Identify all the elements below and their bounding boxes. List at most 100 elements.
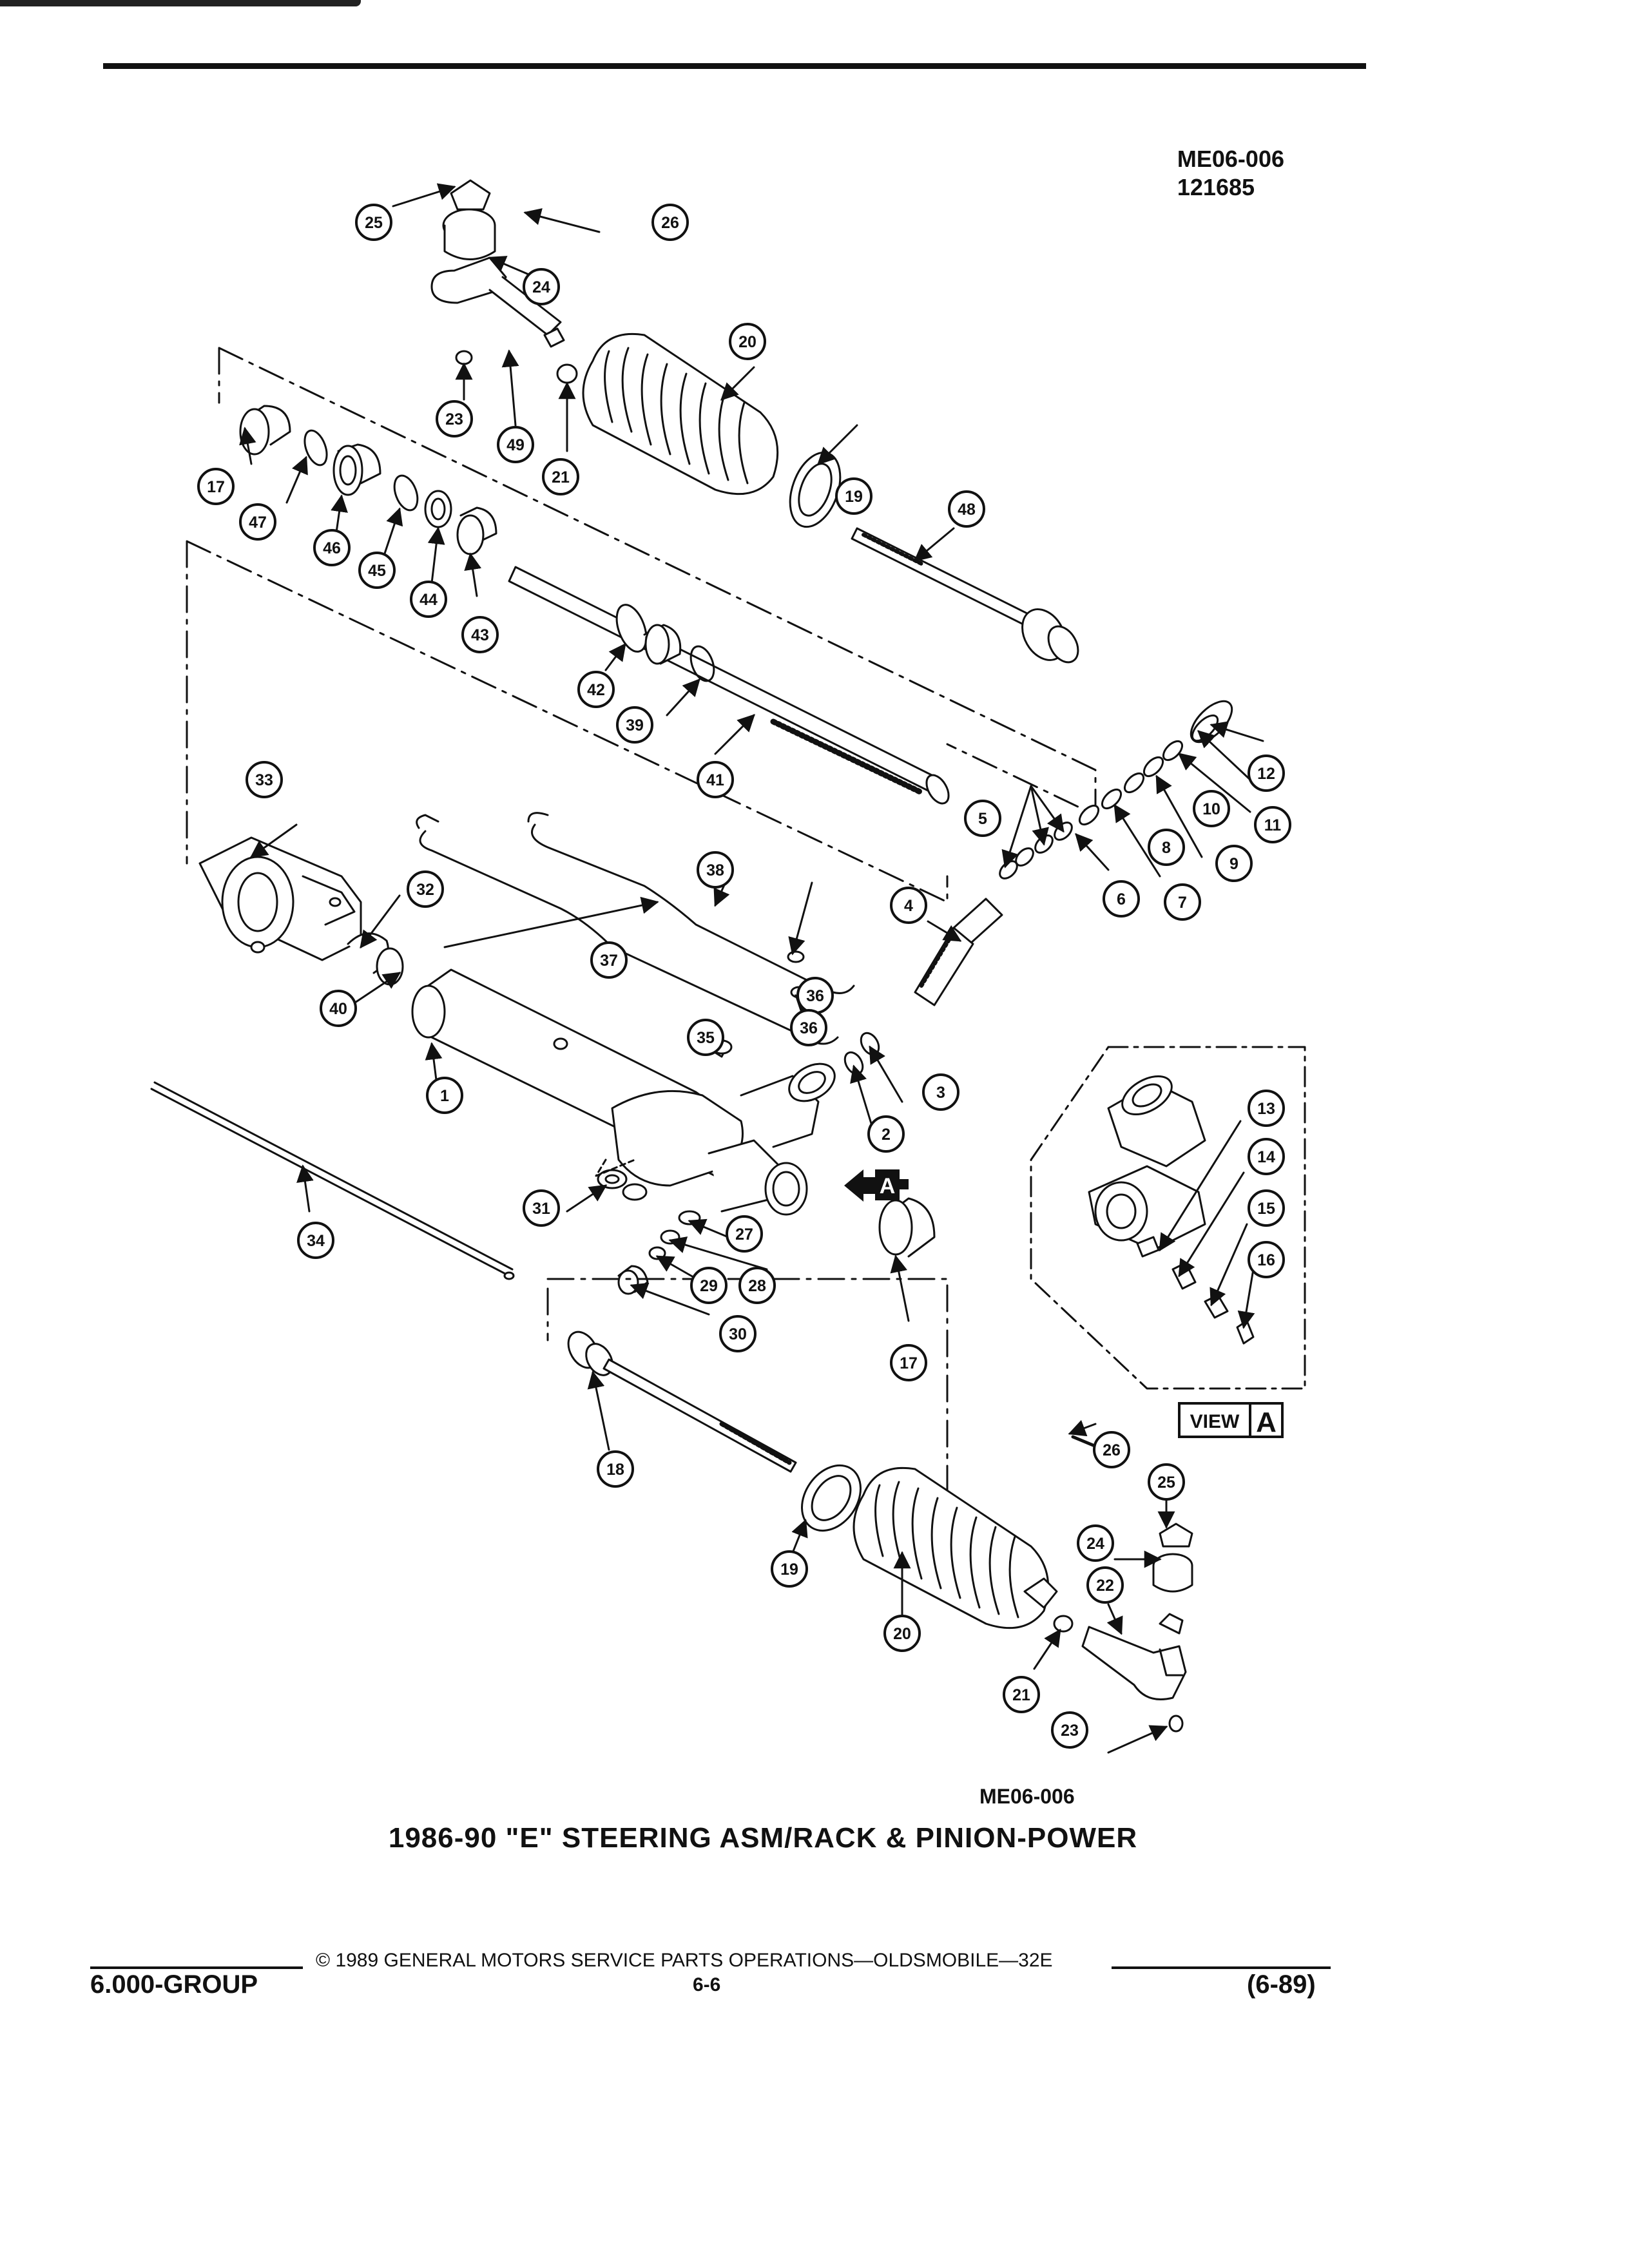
callout-number: 4 [904, 897, 913, 915]
callout-circle [426, 1077, 463, 1114]
callout-number: 34 [307, 1232, 325, 1250]
callout-circle [1148, 1463, 1185, 1501]
middle-enclosure-line [186, 540, 949, 903]
callout-number: 33 [255, 771, 273, 789]
callout-circle [1254, 806, 1291, 843]
callout-number: 28 [748, 1277, 766, 1295]
callout-circle [697, 761, 734, 798]
callout-number: 42 [587, 681, 605, 699]
callout-41: 41 [697, 761, 734, 798]
callout-number: 32 [416, 881, 434, 899]
callout-26: 26 [1093, 1431, 1130, 1468]
scan-edge-mark [0, 0, 361, 6]
callout-17: 17 [890, 1344, 927, 1381]
callout-number: 27 [735, 1225, 753, 1244]
upper-tie-rod-end [430, 179, 646, 427]
callout-35: 35 [687, 1019, 724, 1056]
illustration-reference: ME06-006 121685 [1177, 145, 1284, 202]
callout-number: 26 [1103, 1441, 1121, 1459]
callout-number: 49 [506, 436, 525, 454]
callout-26: 26 [651, 204, 689, 241]
callout-circle [1248, 1241, 1285, 1278]
callout-circle [1193, 790, 1230, 827]
lower-bellows-boot [801, 1464, 1058, 1629]
callout-circle [358, 552, 396, 589]
callout-circle [297, 1222, 334, 1259]
callout-circle [835, 477, 872, 515]
callout-circle [1003, 1676, 1040, 1713]
callout-circle [1248, 1090, 1285, 1127]
callout-number: 8 [1162, 839, 1171, 857]
callout-circle [719, 1315, 757, 1352]
callout-23: 23 [436, 400, 473, 437]
callout-19: 19 [835, 477, 872, 515]
callout-15: 15 [1248, 1189, 1285, 1227]
long-rod [150, 1081, 514, 1277]
rack-housing [411, 968, 836, 1216]
callout-circle [436, 400, 473, 437]
callout-circle [523, 1189, 560, 1227]
lower-tie-rod-end [1053, 1435, 1193, 1733]
figure-title: 1986-90 "E" STEERING ASM/RACK & PINION-P… [388, 1822, 1138, 1854]
callout-7: 7 [1164, 883, 1201, 921]
callout-number: 24 [532, 278, 550, 296]
steering-rack [508, 566, 950, 805]
callout-47: 47 [239, 503, 276, 541]
callout-46: 46 [313, 529, 351, 566]
upper-bellows-boot [582, 332, 842, 528]
callout-number: 20 [893, 1625, 911, 1643]
reference-date: 121685 [1177, 174, 1255, 200]
view-marker-letter: A [880, 1174, 896, 1198]
callout-44: 44 [410, 581, 447, 618]
callout-25: 25 [355, 204, 392, 241]
callout-circle [651, 204, 689, 241]
lower-inner-tie-rod [567, 1331, 797, 1473]
callout-number: 48 [958, 501, 976, 519]
upper-enclosure-line [218, 347, 1097, 816]
callout-circle [890, 1344, 927, 1381]
callout-11: 11 [1254, 806, 1291, 843]
callout-40: 40 [320, 990, 357, 1027]
callout-circle [948, 490, 985, 528]
callout-number: 18 [606, 1461, 624, 1479]
callout-36: 36 [796, 977, 834, 1014]
callout-circle [687, 1019, 724, 1056]
callout-circle [597, 1450, 634, 1488]
callout-number: 26 [661, 214, 679, 232]
callout-circle [771, 1550, 808, 1588]
callout-20: 20 [729, 323, 766, 360]
bushing-stack [239, 405, 497, 555]
view-label-text: VIEW [1190, 1411, 1240, 1432]
callout-number: 30 [729, 1325, 747, 1343]
callout-circle [410, 581, 447, 618]
callout-4: 4 [890, 887, 927, 924]
callout-circle [542, 458, 579, 495]
callout-3: 3 [922, 1073, 959, 1111]
callout-43: 43 [461, 616, 499, 653]
callout-number: 37 [600, 952, 618, 970]
callout-number: 39 [626, 716, 644, 735]
callout-circle [790, 1009, 827, 1046]
callout-circle [738, 1267, 776, 1304]
callout-number: 2 [882, 1126, 891, 1144]
footer-page-number: 6-6 [693, 1974, 721, 1995]
callout-2: 2 [867, 1115, 905, 1153]
callout-circle [1215, 845, 1253, 882]
callout-number: 15 [1257, 1200, 1275, 1218]
callout-12: 12 [1248, 754, 1285, 792]
callout-number: 21 [1012, 1686, 1030, 1704]
callout-5: 5 [964, 800, 1001, 837]
callout-39: 39 [616, 706, 653, 744]
callout-14: 14 [1248, 1138, 1285, 1175]
callout-34: 34 [297, 1222, 334, 1259]
callout-22: 22 [1086, 1566, 1124, 1604]
callout-number: 25 [365, 214, 383, 232]
callout-number: 16 [1257, 1251, 1275, 1269]
callout-28: 28 [738, 1267, 776, 1304]
callout-circle [320, 990, 357, 1027]
callout-9: 9 [1215, 845, 1253, 882]
callout-circle [239, 503, 276, 541]
callout-circle [1077, 1524, 1114, 1562]
